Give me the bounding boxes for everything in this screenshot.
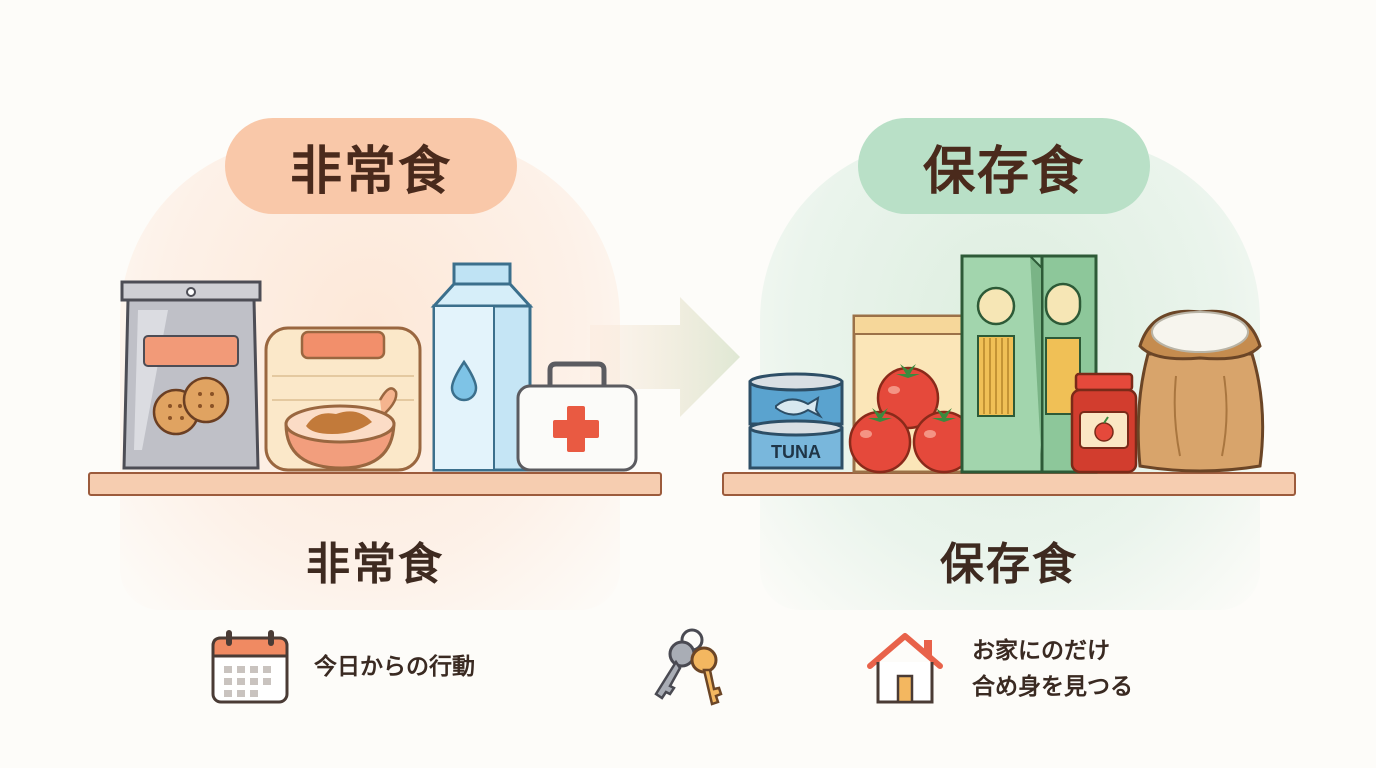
cracker-pouch bbox=[120, 280, 262, 470]
ration-box bbox=[264, 326, 422, 472]
right-shelf bbox=[722, 472, 1296, 496]
house-icon bbox=[867, 633, 943, 704]
tomatoes bbox=[848, 364, 976, 474]
tuna-cans: TUNA bbox=[748, 372, 844, 470]
calendar-caption: 今日からの行動 bbox=[314, 654, 475, 680]
left-badge-title: 非常食 bbox=[225, 118, 517, 214]
apple-icon bbox=[1094, 416, 1114, 442]
calendar-icon bbox=[211, 630, 289, 704]
water-carton bbox=[430, 262, 534, 472]
right-badge-title: 保存食 bbox=[858, 118, 1150, 214]
first-aid-kit bbox=[516, 361, 638, 472]
fish-icon bbox=[775, 396, 823, 419]
can-label: TUNA bbox=[771, 442, 821, 462]
right-shelf-label: 保存食 bbox=[940, 539, 1078, 590]
water-drop-icon bbox=[450, 359, 478, 402]
sauce-jar bbox=[1070, 372, 1138, 474]
home-caption-line1: お家にのだけ bbox=[972, 638, 1110, 664]
home-caption-line2: 合め身を見つる bbox=[972, 674, 1133, 700]
rice-sack bbox=[1136, 309, 1265, 473]
keys-icon bbox=[654, 628, 723, 706]
left-shelf bbox=[88, 472, 662, 496]
first-aid-icon bbox=[553, 406, 599, 452]
left-shelf-label: 非常食 bbox=[306, 539, 444, 590]
